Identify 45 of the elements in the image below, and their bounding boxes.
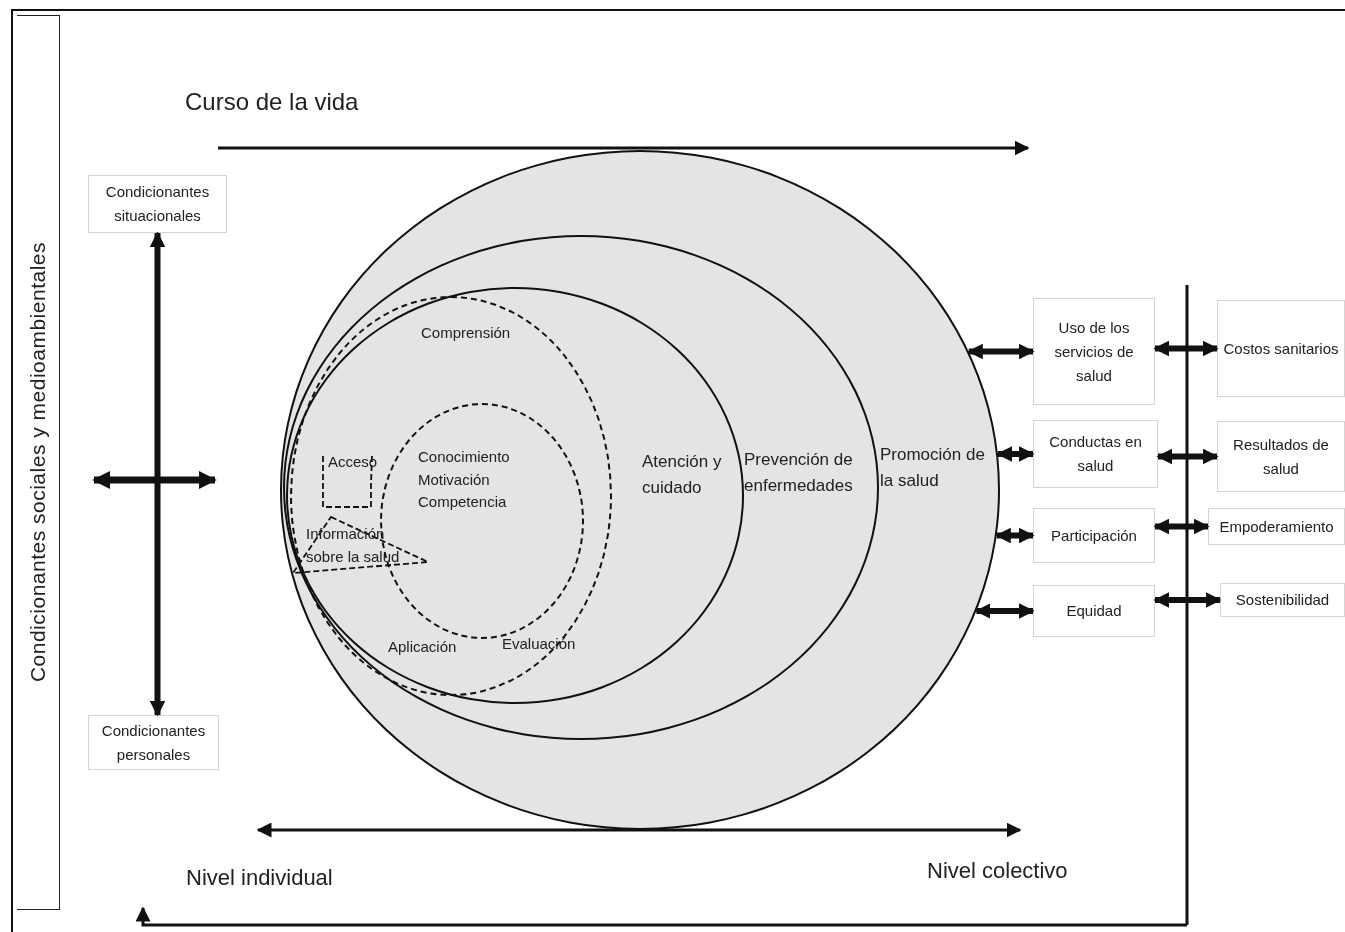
ring-label: Atención y cuidado	[642, 451, 723, 499]
box-label: Resultados de salud	[1232, 434, 1330, 479]
text-box	[1217, 421, 1345, 492]
dashed-circle	[290, 296, 612, 696]
text-box	[1208, 508, 1345, 545]
double-arrow	[1153, 518, 1210, 535]
double-arrow	[1156, 448, 1219, 465]
axis-label: Curso de la vida	[185, 88, 359, 116]
box-label: Condicionantes personales	[100, 720, 207, 765]
text-box	[1033, 420, 1158, 488]
double-arrow	[149, 231, 166, 717]
text-box	[88, 715, 219, 770]
double-arrow	[1153, 592, 1222, 608]
text-box	[1033, 585, 1155, 637]
double-arrow	[967, 343, 1035, 360]
vertical-label: Condicionantes sociales y medioambientales	[26, 242, 50, 683]
ring-label: Prevención de enfermedades	[744, 449, 854, 497]
double-arrow	[996, 446, 1035, 462]
box-label: Equidad	[1066, 601, 1122, 621]
box-label: Sostenibilidad	[1235, 590, 1330, 610]
text-box	[1220, 583, 1345, 617]
box-label: Empoderamiento	[1219, 516, 1334, 537]
double-arrow	[995, 527, 1035, 544]
ring-label: Evaluación	[502, 634, 577, 654]
ellipse	[283, 235, 879, 740]
box-label: Condicionantes situacionales	[104, 182, 211, 226]
text-box	[1217, 300, 1345, 397]
side-band	[17, 15, 60, 910]
axis-label: Nivel individual	[186, 865, 333, 891]
text-box	[1033, 298, 1155, 405]
ellipse	[286, 287, 744, 704]
box-label: Conductas en salud	[1048, 432, 1143, 476]
ring-label: Comprensión	[421, 323, 512, 343]
ring-label: Promoción de la salud	[880, 444, 986, 492]
box-label: Uso de los servicios de salud	[1053, 317, 1135, 386]
double-arrow	[974, 603, 1035, 619]
box-label: Costos sanitarios	[1223, 338, 1339, 359]
double-arrow	[1153, 340, 1219, 357]
text-box	[88, 175, 227, 233]
box-label: Participación	[1051, 525, 1137, 546]
ring-label: Acceso	[328, 452, 378, 472]
ring-label: Conocimiento Motivación Competencia	[418, 447, 511, 512]
ring-label: Aplicación	[388, 637, 458, 657]
axis-label: Nivel colectivo	[927, 858, 1068, 884]
text-box	[1033, 508, 1155, 563]
